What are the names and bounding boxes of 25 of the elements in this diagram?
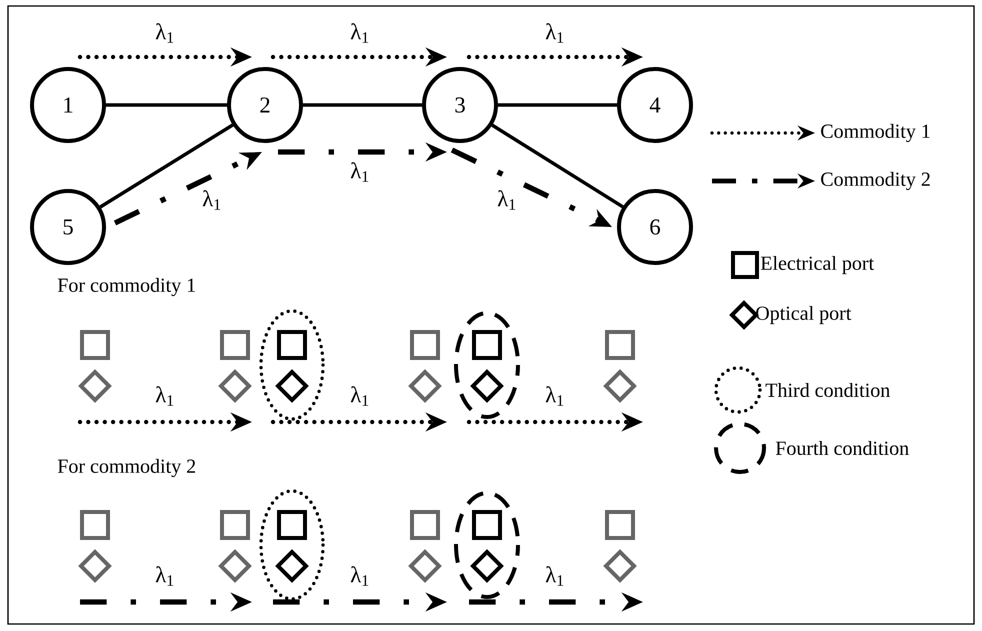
wavelength-label: λ$_{1}$ xyxy=(156,386,174,406)
link-line xyxy=(303,103,422,107)
wavelength-label: λ$_{1}$ xyxy=(546,23,564,43)
wavelength-label: λ$_{1}$ xyxy=(350,162,368,182)
wavelength-label: λ$_{1}$ xyxy=(350,566,368,586)
link-line xyxy=(491,124,624,208)
section-heading: For commodity 1 xyxy=(58,278,195,296)
section-heading: For commodity 2 xyxy=(58,458,196,478)
wavelength-label: λ$_{1}$ xyxy=(350,386,368,406)
link-line xyxy=(498,103,617,107)
link-line xyxy=(106,103,227,107)
wavelength-label: λ$_{1}$ xyxy=(498,190,516,210)
wavelength-label: λ$_{1}$ xyxy=(546,386,564,406)
legend-text: Electrical port xyxy=(760,256,874,274)
wavelength-label: λ$_{1}$ xyxy=(546,566,564,586)
legend-text: Fourth condition xyxy=(776,440,909,456)
wavelength-label: λ$_{1}$ xyxy=(156,566,174,586)
wavelength-label: λ$_{1}$ xyxy=(350,23,368,43)
wavelength-label: λ$_{1}$ xyxy=(156,23,174,43)
link-line xyxy=(99,124,234,208)
wavelength-label: λ$_{1}$ xyxy=(202,190,220,210)
legend-text: Commodity 2 xyxy=(821,172,930,190)
legend-text: Optical port xyxy=(756,306,852,324)
legend-text: Commodity 1 xyxy=(821,124,930,142)
legend-text: Third condition xyxy=(766,382,890,398)
